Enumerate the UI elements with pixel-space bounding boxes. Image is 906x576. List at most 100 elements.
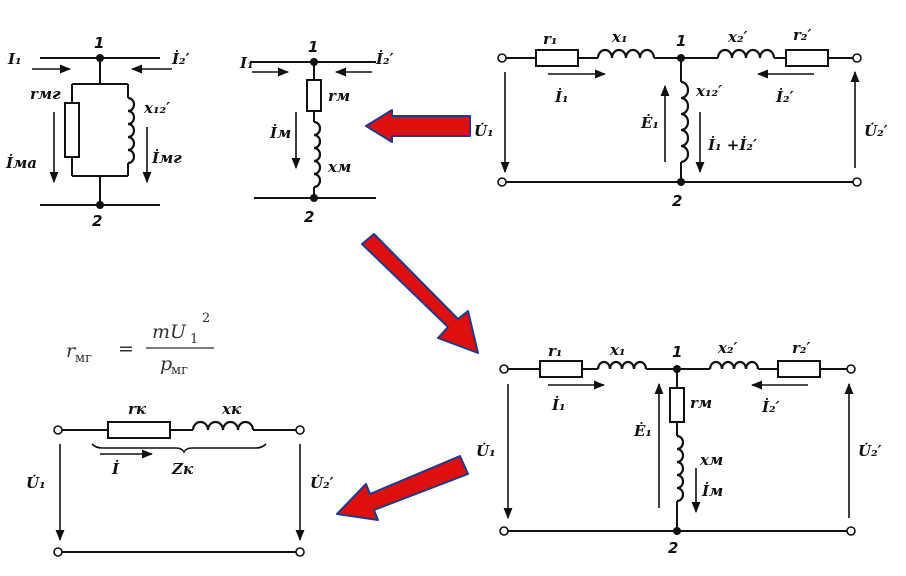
- label-r2: r₂′: [793, 26, 811, 44]
- resistor-r-mg: [64, 102, 80, 158]
- label-x-m: xм: [699, 451, 723, 469]
- label-i1: İ₁: [554, 87, 569, 106]
- label-u1: U̇₁: [26, 474, 46, 492]
- label-u2: U̇₂′: [858, 442, 882, 460]
- resistor-r2: [785, 49, 829, 67]
- panel-series-magnetizing: 1 2 I₁ İ₂′ rм xм İм: [239, 38, 394, 226]
- label-i2: İ₂′: [761, 397, 780, 416]
- terminal: [53, 425, 63, 435]
- inductor-x2: [716, 48, 776, 59]
- terminal: [852, 177, 862, 187]
- node-label-2: 2: [672, 192, 682, 210]
- label-r2: r₂′: [792, 339, 810, 357]
- panel-t-equivalent-bottom: r₁ x₁ 1 2 x₂′ r₂′ İ₁ İ₂′ rм xм İм Ė₁ U̇₁…: [476, 339, 882, 557]
- node-label-1: 1: [94, 34, 104, 52]
- terminal: [497, 53, 507, 63]
- resistor-r1: [539, 360, 583, 378]
- resistor-rk: [107, 421, 171, 439]
- inductor-x-m: [676, 434, 685, 503]
- label-i1: İ₁: [551, 395, 566, 414]
- formula-denominator-sub: мг: [171, 363, 188, 378]
- panel-parallel-magnetizing: 1 2 I₁ İ₂′ rмг x₁₂′ İма İмг: [5, 34, 190, 230]
- node-label-2: 2: [92, 212, 102, 230]
- label-u1: U̇₁: [474, 122, 494, 140]
- label-u2: U̇₂′: [310, 474, 334, 492]
- label-current-sum: İ₁ +İ₂′: [707, 135, 757, 154]
- node-2: [677, 178, 685, 186]
- node-1: [673, 365, 681, 373]
- label-i1: I₁: [239, 54, 254, 72]
- formula-numerator-sub: 1: [190, 332, 198, 347]
- label-i1: I₁: [7, 50, 22, 68]
- node-2: [96, 201, 104, 209]
- label-r1: r₁: [548, 342, 562, 360]
- terminal: [295, 425, 305, 435]
- label-i2: İ₂′: [171, 49, 190, 68]
- node-label-1: 1: [676, 32, 686, 50]
- node-label-2: 2: [668, 539, 678, 557]
- label-im: İм: [269, 123, 291, 142]
- inductor-xk: [191, 420, 255, 431]
- terminal: [499, 364, 509, 374]
- label-r-mg: rмг: [30, 85, 61, 103]
- label-u1: U̇₁: [476, 442, 496, 460]
- label-ima: İма: [5, 153, 37, 172]
- label-x-m: xм: [327, 158, 351, 176]
- resistor-r2: [777, 360, 821, 378]
- label-im: İм: [701, 481, 723, 500]
- terminal: [497, 177, 507, 187]
- arrow-diagonal-down-right: [361, 233, 479, 354]
- resistor-r1: [535, 49, 579, 67]
- label-x12: x₁₂′: [695, 82, 722, 100]
- inductor-x12: [680, 80, 690, 164]
- node-2: [673, 527, 681, 535]
- node-label-1: 1: [308, 38, 318, 56]
- formula-eq: =: [118, 338, 134, 360]
- label-u2: U̇₂′: [864, 122, 888, 140]
- label-x2: x₂′: [717, 339, 738, 357]
- label-xk: xк: [221, 400, 242, 418]
- formula-lhs: r: [66, 340, 77, 362]
- inductor-x-m: [313, 120, 322, 189]
- transition-arrows: [336, 109, 479, 521]
- node-label-1: 1: [672, 343, 682, 361]
- arrow-left-top: [365, 109, 471, 143]
- label-r-m: rм: [690, 394, 712, 412]
- label-i: İ: [111, 459, 120, 478]
- inductor-x1: [596, 360, 648, 370]
- panel-short-circuit-impedance: rк xк İ Zк U̇₁ U̇₂′: [26, 400, 334, 557]
- resistor-r-m: [306, 79, 322, 112]
- formula-lhs-sub: мг: [75, 351, 92, 366]
- label-e1: Ė₁: [633, 421, 652, 440]
- formula-denominator: p: [160, 353, 172, 375]
- terminal: [846, 364, 856, 374]
- label-zk: Zк: [171, 460, 194, 478]
- arrow-diagonal-down-left: [336, 455, 469, 521]
- formula-r-mg: r мг = mU 1 2 p мг: [66, 311, 214, 378]
- formula-numerator-sup: 2: [202, 311, 210, 326]
- label-x2: x₂′: [727, 28, 748, 46]
- label-i2: İ₂′: [775, 87, 794, 106]
- label-r1: r₁: [543, 30, 557, 48]
- label-rk: rк: [128, 400, 147, 418]
- label-x1: x₁: [611, 28, 628, 46]
- node-1: [310, 58, 318, 66]
- label-e1: Ė₁: [640, 113, 659, 132]
- terminal: [499, 526, 509, 536]
- node-2: [310, 194, 318, 202]
- node-1: [96, 54, 104, 62]
- inductor-x2: [708, 360, 760, 370]
- impedance-brace: [91, 443, 267, 454]
- inductor-x1: [596, 48, 656, 59]
- formula-numerator: mU: [152, 321, 187, 343]
- label-i2: İ₂′: [375, 49, 394, 68]
- node-1: [677, 54, 685, 62]
- label-r-m: rм: [328, 87, 350, 105]
- label-x12: x₁₂′: [143, 99, 170, 117]
- terminal: [295, 547, 305, 557]
- terminal: [53, 547, 63, 557]
- label-img: İмг: [151, 148, 182, 167]
- terminal: [852, 53, 862, 63]
- inductor-x12: [127, 96, 136, 165]
